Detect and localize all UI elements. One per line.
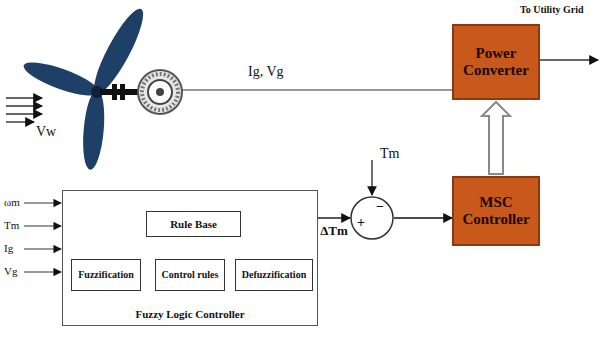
input-arrows [24,203,61,272]
process-box: Defuzzification [235,259,313,291]
turbine-blades [20,4,151,171]
junction-outline [350,196,394,240]
sign-symbol: − [376,200,384,214]
summing-junction: +− [350,196,394,240]
signal-label: Tm [380,146,399,161]
process-box: Fuzzification [71,259,141,291]
power-converter-box: Power Converter [452,24,540,100]
signal-label: Vw [36,124,56,139]
box-label: Power Converter [458,45,534,80]
generator [138,70,182,114]
power-line [182,89,452,90]
edge-label: ΔTm [319,224,349,238]
box-label: Fuzzification [78,269,134,281]
sign-symbol: + [357,216,365,230]
signal-label: Tm [4,219,19,231]
box-label: Control rules [162,269,219,281]
signal-label: Ig [4,242,13,254]
signal-label: ωm [4,196,20,208]
controller-box: MSC Controller [452,176,540,246]
signal-label: To Utility Grid [520,4,584,15]
signal-label: Ig, Vg [248,64,284,79]
process-box: Control rules [155,259,225,291]
signal-arrow [394,217,452,218]
signal-label: Vg [4,265,17,277]
signal-arrow [318,217,350,218]
shaft [100,84,140,100]
group-title: Fuzzy Logic Controller [63,308,317,320]
controller-group: Fuzzy Logic Controller Rule BaseFuzzifica… [62,190,318,326]
torque-reference-arrow [371,160,372,195]
process-box: Rule Base [146,211,241,237]
box-label: Defuzzification [242,269,306,281]
block-arrow [482,102,510,174]
wind-arrows [6,98,42,122]
box-label: MSC Controller [458,194,534,229]
box-label: Rule Base [170,218,217,231]
grid-arrow [540,59,598,60]
